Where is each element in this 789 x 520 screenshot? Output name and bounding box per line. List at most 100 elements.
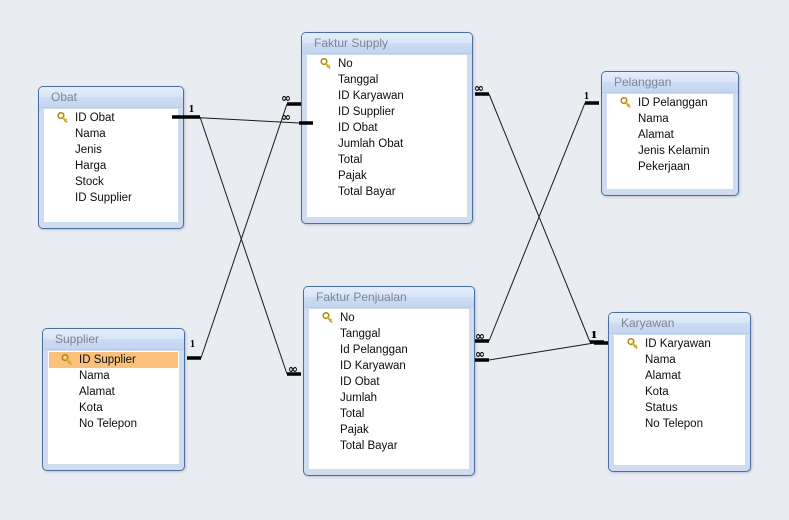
cardinality-label-many: ∞: [281, 91, 291, 105]
field-row[interactable]: Total: [310, 406, 468, 422]
field-row[interactable]: Total Bayar: [310, 438, 468, 454]
field-name: Tanggal: [340, 328, 381, 340]
field-row[interactable]: Jenis: [45, 142, 177, 158]
field-name: Pajak: [338, 170, 367, 182]
relationship-line-faktursupply-karyawan[interactable]: [475, 92, 604, 344]
primary-key-icon: [61, 353, 73, 366]
table-title-faktur-penjualan[interactable]: Faktur Penjualan: [304, 287, 474, 308]
field-row[interactable]: Alamat: [49, 384, 178, 400]
relationship-line-fakturpenjualan-karyawan[interactable]: [475, 341, 608, 362]
field-row[interactable]: Alamat: [615, 368, 744, 384]
table-title-supplier[interactable]: Supplier: [43, 329, 184, 350]
field-row[interactable]: ID Obat: [45, 110, 177, 126]
field-name: No Telepon: [645, 418, 703, 430]
field-row[interactable]: Tanggal: [308, 72, 466, 88]
field-row[interactable]: ID Karyawan: [308, 88, 466, 104]
field-row[interactable]: ID Karyawan: [615, 336, 744, 352]
field-row[interactable]: Kota: [49, 400, 178, 416]
field-row[interactable]: Nama: [49, 368, 178, 384]
field-row[interactable]: Alamat: [608, 127, 732, 143]
relationship-line-obat-fakturpenjualan[interactable]: [186, 115, 301, 376]
field-name: ID Obat: [75, 112, 115, 124]
cardinality-label-one: 1: [189, 104, 194, 115]
field-row[interactable]: Status: [615, 400, 744, 416]
field-row[interactable]: Nama: [615, 352, 744, 368]
field-row[interactable]: Jumlah: [310, 390, 468, 406]
field-row[interactable]: ID Supplier: [308, 104, 466, 120]
cardinality-label-many: ∞: [474, 81, 484, 95]
field-name: Jenis Kelamin: [638, 145, 710, 157]
cardinality-label-one: 1: [190, 339, 195, 350]
field-row[interactable]: No Telepon: [615, 416, 744, 432]
primary-key-icon: [320, 57, 332, 70]
relationship-line-fakturpenjualan-pelanggan[interactable]: [475, 101, 599, 343]
field-name: ID Karyawan: [338, 90, 404, 102]
field-name: Nama: [79, 370, 110, 382]
cardinality-label-one: 1: [189, 104, 194, 115]
field-row[interactable]: Pajak: [308, 168, 466, 184]
cardinality-label-many: ∞: [281, 110, 291, 124]
field-name: Pajak: [340, 424, 369, 436]
field-name: Stock: [75, 176, 104, 188]
table-title-faktur-supply[interactable]: Faktur Supply: [302, 33, 472, 54]
field-row[interactable]: ID Pelanggan: [608, 95, 732, 111]
relationship-line-supplier-faktursupply[interactable]: [187, 102, 301, 360]
field-name: ID Karyawan: [645, 338, 711, 350]
field-name: Harga: [75, 160, 107, 172]
field-row[interactable]: Tanggal: [310, 326, 468, 342]
field-row[interactable]: Jenis Kelamin: [608, 143, 732, 159]
field-name: ID Supplier: [338, 106, 395, 118]
field-row[interactable]: ID Supplier: [49, 352, 178, 368]
field-name: ID Pelanggan: [638, 97, 708, 109]
field-row[interactable]: Id Pelanggan: [310, 342, 468, 358]
primary-key-icon: [57, 111, 69, 124]
field-row[interactable]: No Telepon: [49, 416, 178, 432]
field-row[interactable]: No: [310, 310, 468, 326]
field-name: No Telepon: [79, 418, 137, 430]
field-name: Alamat: [638, 129, 674, 141]
table-title-karyawan[interactable]: Karyawan: [609, 313, 750, 334]
field-name: Kota: [645, 386, 669, 398]
field-row[interactable]: Nama: [45, 126, 177, 142]
relationship-line-obat-faktursupply[interactable]: [172, 115, 313, 125]
field-row[interactable]: Jumlah Obat: [308, 136, 466, 152]
field-row[interactable]: ID Karyawan: [310, 358, 468, 374]
field-name: Total: [338, 154, 363, 166]
field-name: Jenis: [75, 144, 102, 156]
field-row[interactable]: Harga: [45, 158, 177, 174]
field-row[interactable]: ID Supplier: [45, 190, 177, 206]
field-row[interactable]: Total: [308, 152, 466, 168]
field-row[interactable]: Total Bayar: [308, 184, 466, 200]
field-name: Status: [645, 402, 678, 414]
field-row[interactable]: ID Obat: [310, 374, 468, 390]
field-name: Tanggal: [338, 74, 379, 86]
field-name: Jumlah: [340, 392, 378, 404]
cardinality-label-many: ∞: [475, 347, 485, 361]
field-row[interactable]: Pekerjaan: [608, 159, 732, 175]
field-row[interactable]: No: [308, 56, 466, 72]
table-title-pelanggan[interactable]: Pelanggan: [602, 72, 738, 93]
field-row[interactable]: ID Obat: [308, 120, 466, 136]
cardinality-label-one: 1: [584, 91, 589, 102]
field-row[interactable]: Nama: [608, 111, 732, 127]
field-row[interactable]: Stock: [45, 174, 177, 190]
table-title-obat[interactable]: Obat: [39, 87, 183, 108]
primary-key-icon: [627, 337, 639, 350]
field-row[interactable]: Pajak: [310, 422, 468, 438]
field-name: Nama: [638, 113, 669, 125]
field-row[interactable]: Kota: [615, 384, 744, 400]
primary-key-icon: [620, 96, 632, 109]
